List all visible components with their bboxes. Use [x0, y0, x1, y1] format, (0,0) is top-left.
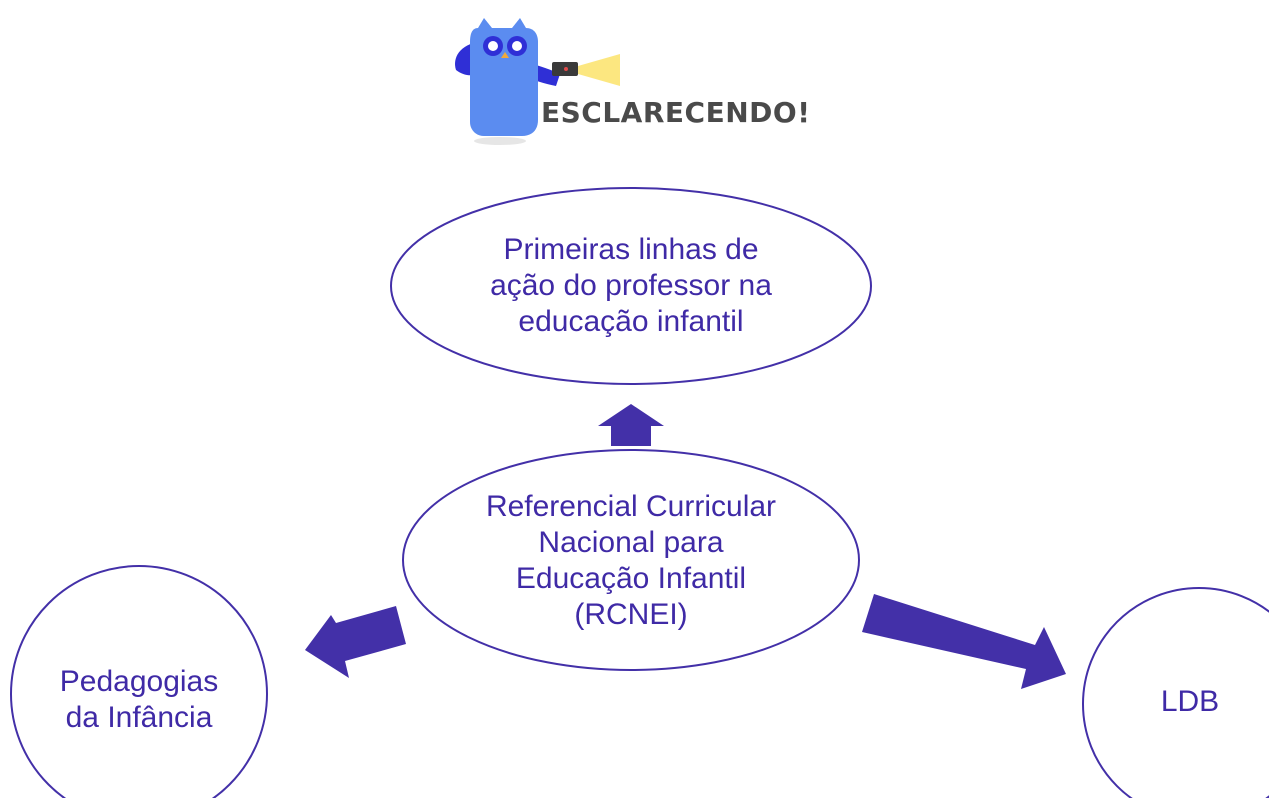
arrow-up	[598, 404, 664, 446]
arrow-right	[862, 594, 1066, 689]
node-left-circle	[10, 565, 268, 798]
node-center-line: Nacional para	[538, 526, 724, 559]
node-left-line: Pedagogias	[59, 665, 219, 698]
node-center-ellipse	[402, 449, 860, 671]
owl-with-flashlight-icon	[455, 18, 620, 145]
node-top-label: Primeiras linhas de ação do professor na…	[411, 226, 851, 346]
node-left-label: Pedagogias da Infância	[34, 660, 244, 740]
arrow-left	[305, 606, 406, 678]
node-center-line: Educação Infantil	[515, 562, 747, 595]
node-top-line: Primeiras linhas de	[503, 233, 759, 266]
node-center-label: Referencial Curricular Nacional para Edu…	[431, 486, 831, 636]
node-right-circle	[1082, 587, 1269, 798]
node-right-label: LDB	[1120, 680, 1260, 724]
node-top-ellipse	[390, 187, 872, 385]
node-center-line: Referencial Curricular	[485, 490, 777, 523]
node-left-line: da Infância	[65, 701, 213, 734]
node-top-line: ação do professor na	[490, 269, 772, 302]
node-center-line: (RCNEI)	[574, 598, 688, 631]
logo-text: ESCLARECENDO!	[541, 96, 811, 129]
node-top-line: educação infantil	[518, 305, 744, 338]
node-right-line: LDB	[1160, 685, 1220, 718]
